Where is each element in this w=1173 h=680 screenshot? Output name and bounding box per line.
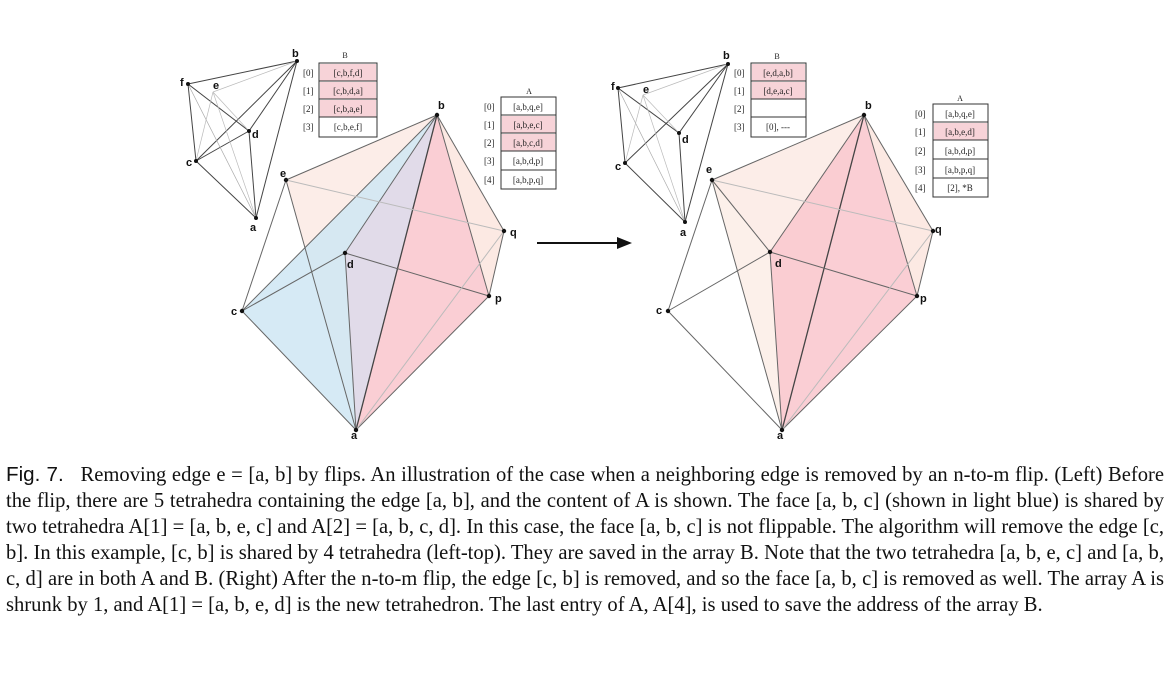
left-b-row-highlight-2 [320,100,376,117]
right-a-val-4: [2], *B [947,183,973,193]
right-a-idx-0: [0] [915,109,926,119]
left-b-idx-1: [1] [303,86,314,96]
right-b-row-highlight-0 [752,64,805,81]
left-b-idx-3: [3] [303,122,314,132]
left-a-val-0: [a,b,q,e] [513,102,543,112]
right-a-val-2: [a,b,d,p] [945,146,975,156]
right-big-diagram [665,112,936,433]
right-a-val-0: [a,b,q,e] [945,109,975,119]
left-big-label-d: d [347,259,354,271]
left-b-idx-0: [0] [303,68,314,78]
left-small-diagram [187,60,298,219]
caption-text: Removing edge e = [a, b] by flips. An il… [6,464,1164,616]
left-a-row-highlight-1 [502,116,555,133]
left-big-label-e: e [280,168,286,180]
right-small-label-d: d [682,134,689,146]
right-a-idx-2: [2] [915,146,926,156]
right-small-vertices [616,62,730,224]
figure-caption: Fig. 7. Removing edge e = [a, b] by flip… [6,462,1164,618]
left-small-label-f: f [180,77,184,89]
right-small-label-e: e [643,84,649,96]
right-big-label-c: c [656,305,662,317]
right-b-idx-2: [2] [734,104,745,114]
left-a-idx-4: [4] [484,175,495,185]
right-b-idx-3: [3] [734,122,745,132]
left-array-b-table: B [0] [1] [2] [3] [c,b,f,d] [c,b,d,a] [c… [303,51,378,138]
left-a-val-2: [a,b,c,d] [513,138,543,148]
left-a-idx-0: [0] [484,102,495,112]
left-b-row-highlight-0 [320,64,376,81]
right-a-row-highlight-1 [934,123,987,140]
left-a-title: A [526,87,532,96]
right-big-label-p: p [920,293,927,305]
right-a-val-1: [a,b,e,d] [945,127,975,137]
right-a-idx-4: [4] [915,183,926,193]
left-b-val-0: [c,b,f,d] [334,68,363,78]
caption-label: Fig. 7. [6,463,64,486]
left-small-label-c: c [186,157,192,169]
right-small-label-c: c [615,161,621,173]
figure-7-illustration: b f e d c a B [0] [1] [2] [3] [c,b,f,d] … [180,48,989,442]
left-big-label-q: q [510,227,517,239]
right-small-diagram [617,63,729,223]
left-big-label-c: c [231,306,237,318]
right-array-a-table: A [0] [1] [2] [3] [4] [a,b,q,e] [a,b,e,d… [915,94,989,198]
right-small-label-a: a [680,227,687,239]
left-small-label-a: a [250,222,257,234]
right-big-label-b: b [865,100,872,112]
left-big-label-a: a [351,430,358,442]
left-small-vertices [186,59,299,220]
left-b-idx-2: [2] [303,104,314,114]
left-small-label-d: d [252,129,259,141]
left-b-title: B [342,51,347,60]
right-big-label-e: e [706,164,712,176]
left-a-idx-3: [3] [484,156,495,166]
right-small-label-f: f [611,81,615,93]
left-a-val-3: [a,b,d,p] [513,156,543,166]
right-panel: b f e d c a B [0] [1] [2] [3] [e,d,a,b] … [611,50,989,442]
left-small-label-b: b [292,48,299,60]
left-b-val-3: [c,b,e,f] [334,122,362,132]
right-array-b-table: B [0] [1] [2] [3] [e,d,a,b] [d,e,a,c] [0… [734,52,807,138]
right-b-val-3: [0], --- [766,122,790,132]
left-big-label-b: b [438,100,445,112]
left-a-idx-2: [2] [484,138,495,148]
flip-arrow-icon [537,237,632,249]
left-b-val-1: [c,b,d,a] [333,86,363,96]
right-big-label-d: d [775,258,782,270]
left-b-row-highlight-1 [320,82,376,99]
left-a-val-1: [a,b,e,c] [513,120,542,130]
left-a-val-4: [a,b,p,q] [513,175,543,185]
right-b-val-0: [e,d,a,b] [763,68,793,78]
left-panel: b f e d c a B [0] [1] [2] [3] [c,b,f,d] … [180,48,557,442]
left-a-idx-1: [1] [484,120,495,130]
right-a-idx-3: [3] [915,165,926,175]
left-array-a-table: A [0] [1] [2] [3] [4] [a,b,q,e] [a,b,e,c… [484,87,557,190]
left-big-diagram [239,112,507,433]
right-a-title: A [957,94,963,103]
right-b-idx-0: [0] [734,68,745,78]
right-a-val-3: [a,b,p,q] [945,165,975,175]
left-a-row-highlight-2 [502,134,555,151]
right-big-label-a: a [777,430,784,442]
right-big-label-q: q [935,224,942,236]
left-b-val-2: [c,b,a,e] [333,104,362,114]
right-b-idx-1: [1] [734,86,745,96]
right-small-label-b: b [723,50,730,62]
left-big-label-p: p [495,293,502,305]
right-b-title: B [774,52,779,61]
right-b-row-highlight-1 [752,82,805,99]
right-b-val-1: [d,e,a,c] [763,86,792,96]
left-small-label-e: e [213,80,219,92]
right-a-idx-1: [1] [915,127,926,137]
